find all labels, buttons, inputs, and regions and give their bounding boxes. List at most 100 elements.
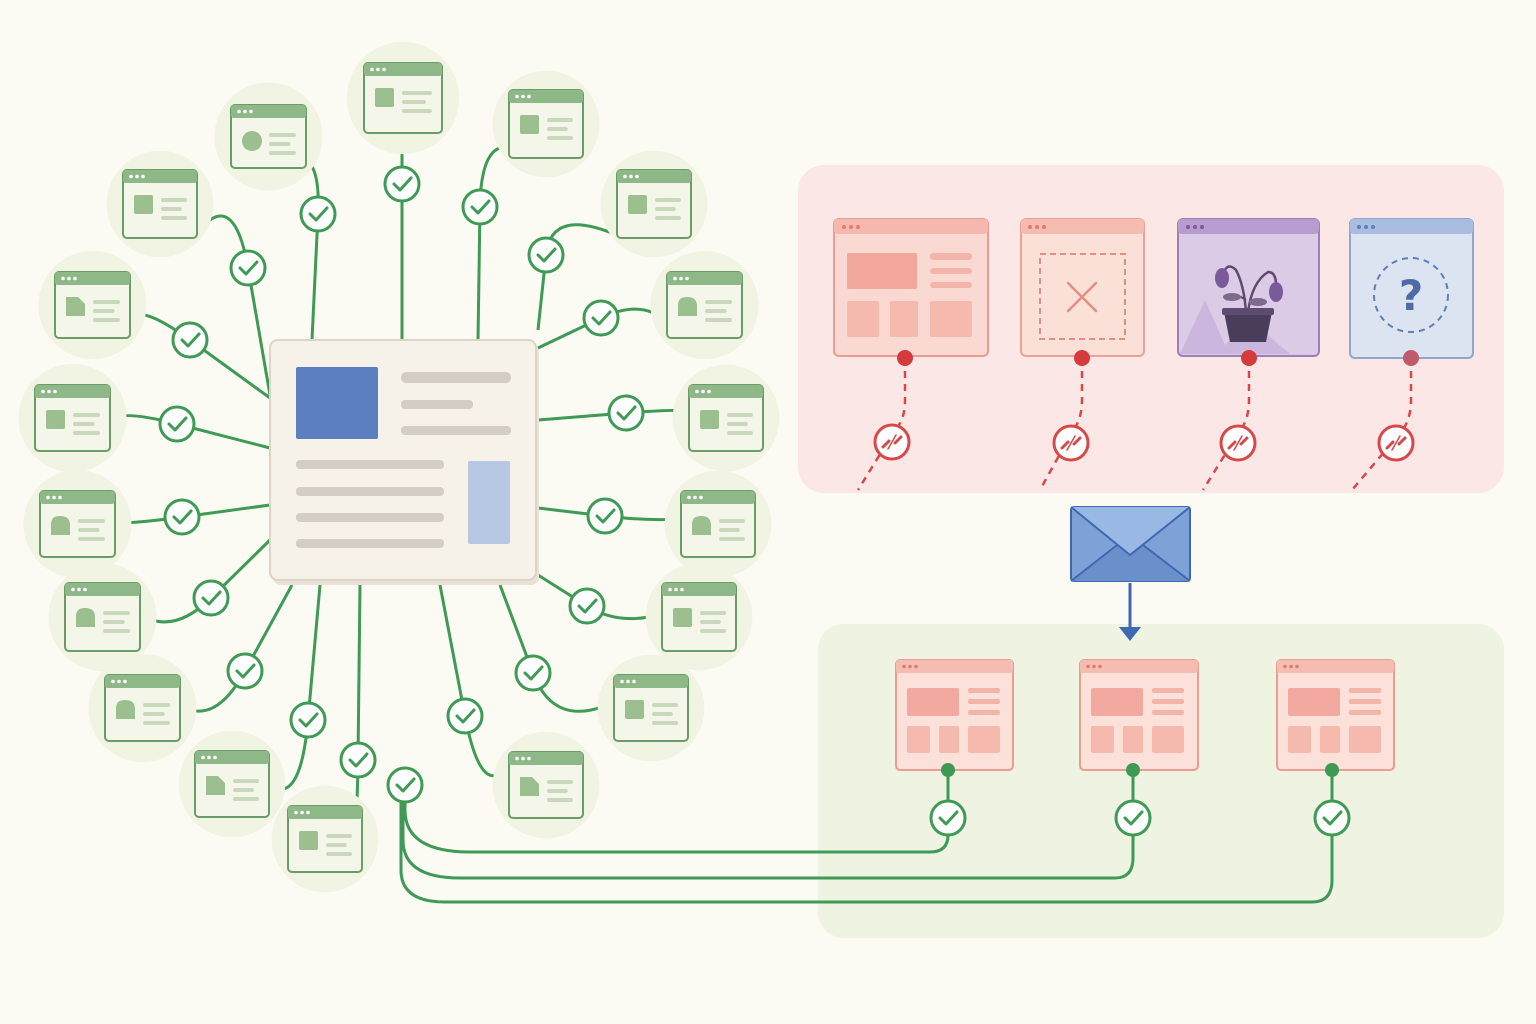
thumbnail [375,88,394,107]
check-icon [446,697,484,735]
broken-line-3 [1201,358,1251,491]
healthy-page-card[interactable] [346,41,460,155]
radial-link [438,584,511,778]
healthy-page-card[interactable] [178,730,286,838]
thumbnail [116,700,135,719]
connection-fixed-page-3 [399,785,1334,904]
thumbnail [625,700,644,719]
check-icon [171,321,209,359]
notification-arrow [1119,583,1141,641]
check-icon [163,498,201,536]
thumbnail [520,777,539,796]
broken-link-icon [873,423,911,461]
check-icon [226,652,264,690]
check-icon [461,188,499,226]
connection-fixed-page-2 [401,785,1135,880]
check-icon [514,654,552,692]
broken-link-dot [1241,350,1257,366]
thumbnail [673,608,692,627]
hub-sidebar-block [468,461,510,544]
fixed-page-1[interactable] [895,659,1014,837]
broken-page-wilted-plant[interactable] [1177,218,1320,357]
check-icon [339,741,377,779]
thumbnail [678,297,697,316]
central-page[interactable] [269,339,539,585]
check-icon [289,701,327,739]
broken-links [856,358,1413,491]
healthy-page-card[interactable] [23,470,132,578]
check-icon [568,587,606,625]
check-icon [386,766,424,804]
check-badges [158,165,645,804]
healthy-page-card[interactable] [38,251,147,359]
healthy-page-card[interactable] [18,364,127,472]
check-icon [1114,799,1152,837]
healthy-page-card[interactable] [492,70,600,178]
fixed-page-connections [399,785,1334,904]
thumbnail [134,195,153,214]
broken-link-dot [1074,350,1090,366]
thumbnail [692,516,711,535]
broken-link-icon [1377,424,1415,462]
check-icon [229,249,267,287]
thumbnail [700,410,719,429]
check-icon [586,497,624,535]
healthy-page-card[interactable] [650,251,759,359]
thumbnail [46,410,65,429]
x-mark-icon [1066,281,1098,313]
question-glyph: ? [1399,271,1423,320]
check-icon [929,799,967,837]
thumbnail [76,608,95,627]
broken-link-icon [1052,424,1090,462]
thumbnail [51,516,70,535]
healthy-page-card[interactable] [106,150,214,258]
broken-page-missing[interactable] [1020,218,1145,357]
healthy-page-card[interactable] [597,654,705,762]
thumbnail [628,195,647,214]
check-icon [192,579,230,617]
healthy-page-card[interactable] [645,563,753,671]
broken-link-dot [897,350,913,366]
broken-line-1 [856,358,907,491]
envelope-icon[interactable] [1070,506,1191,582]
check-icon [1313,799,1351,837]
radial-link [476,145,534,341]
healthy-page-card[interactable] [214,82,323,191]
radial-link [194,214,272,396]
thumbnail [299,831,318,850]
healthy-page-card[interactable] [664,470,772,578]
wilted-plant-icon [1215,265,1283,342]
healthy-page-card[interactable] [492,731,600,839]
broken-page-layout[interactable] [833,218,989,357]
healthy-page-card[interactable] [600,150,708,258]
broken-link-dot [1403,350,1419,366]
check-icon [527,236,565,274]
healthy-page-cards [18,41,780,893]
fixed-page-2[interactable] [1079,659,1199,837]
healthy-page-card[interactable] [672,364,780,472]
thumbnail [242,131,262,151]
healthy-page-card[interactable] [88,654,197,762]
thumbnail [66,297,85,316]
fixed-page-cards [895,659,1395,837]
page-layout-icon [847,253,917,289]
broken-line-4 [1351,358,1413,491]
broken-page-unknown[interactable]: ? [1349,218,1474,359]
thumbnail [206,776,225,795]
healthy-page-card[interactable] [271,785,379,893]
broken-link-badges [873,350,1419,462]
check-icon [607,394,645,432]
check-icon [299,195,337,233]
broken-link-icon [1219,424,1257,462]
question-mark-icon [1373,257,1449,333]
check-icon [158,405,196,443]
fixed-page-3[interactable] [1276,659,1395,837]
thumbnail [520,115,539,134]
healthy-page-card[interactable] [48,563,157,671]
connection-fixed-page-1 [403,785,950,854]
broken-line-2 [1038,358,1084,491]
check-icon [582,299,620,337]
hub-image-block [296,367,378,439]
